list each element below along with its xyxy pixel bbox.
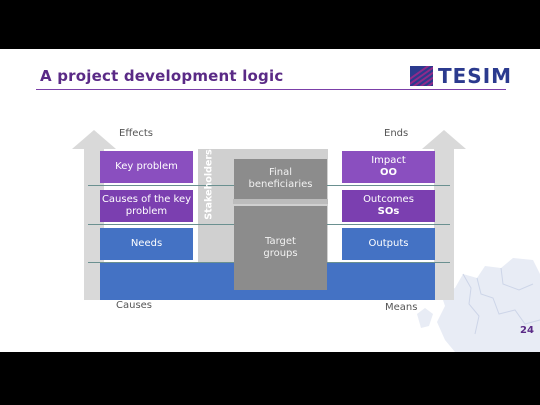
label-means: Means xyxy=(385,302,418,313)
stakeholders-label: Stakeholders xyxy=(203,148,215,220)
left-up-arrow xyxy=(72,130,116,300)
page-number: 24 xyxy=(520,325,534,336)
impact-label: Impact xyxy=(371,155,406,166)
impact-sub-label: OO xyxy=(379,167,397,178)
background-arrows xyxy=(72,130,466,300)
final-beneficiaries-box: Final beneficiaries xyxy=(234,159,327,199)
title-underline xyxy=(36,89,506,90)
target-groups-box: Target groups xyxy=(234,206,327,290)
slide-title: A project development logic xyxy=(40,67,284,85)
objective-box-outcomes: Outcomes SOs xyxy=(342,190,435,222)
outcomes-label: Outcomes xyxy=(363,194,414,205)
label-causes: Causes xyxy=(116,300,153,311)
problem-box-key-problem: Key problem xyxy=(100,151,193,183)
objective-box-impact: Impact OO xyxy=(342,151,435,183)
label-ends: Ends xyxy=(384,128,409,139)
problem-box-causes: Causes of the key problem xyxy=(100,190,193,222)
slide: A project development logic TESIM Effect… xyxy=(0,49,540,352)
logo-flag-icon xyxy=(410,66,433,86)
label-effects: Effects xyxy=(119,128,153,139)
problem-box-needs: Needs xyxy=(100,228,193,260)
logo-text: TESIM xyxy=(438,64,513,88)
outcomes-sub-label: SOs xyxy=(377,206,400,217)
objective-box-outputs: Outputs xyxy=(342,228,435,260)
stakeholders-divider xyxy=(233,199,328,204)
europe-map-icon xyxy=(417,258,540,352)
tesim-logo: TESIM xyxy=(410,64,511,89)
right-up-arrow xyxy=(422,130,466,300)
